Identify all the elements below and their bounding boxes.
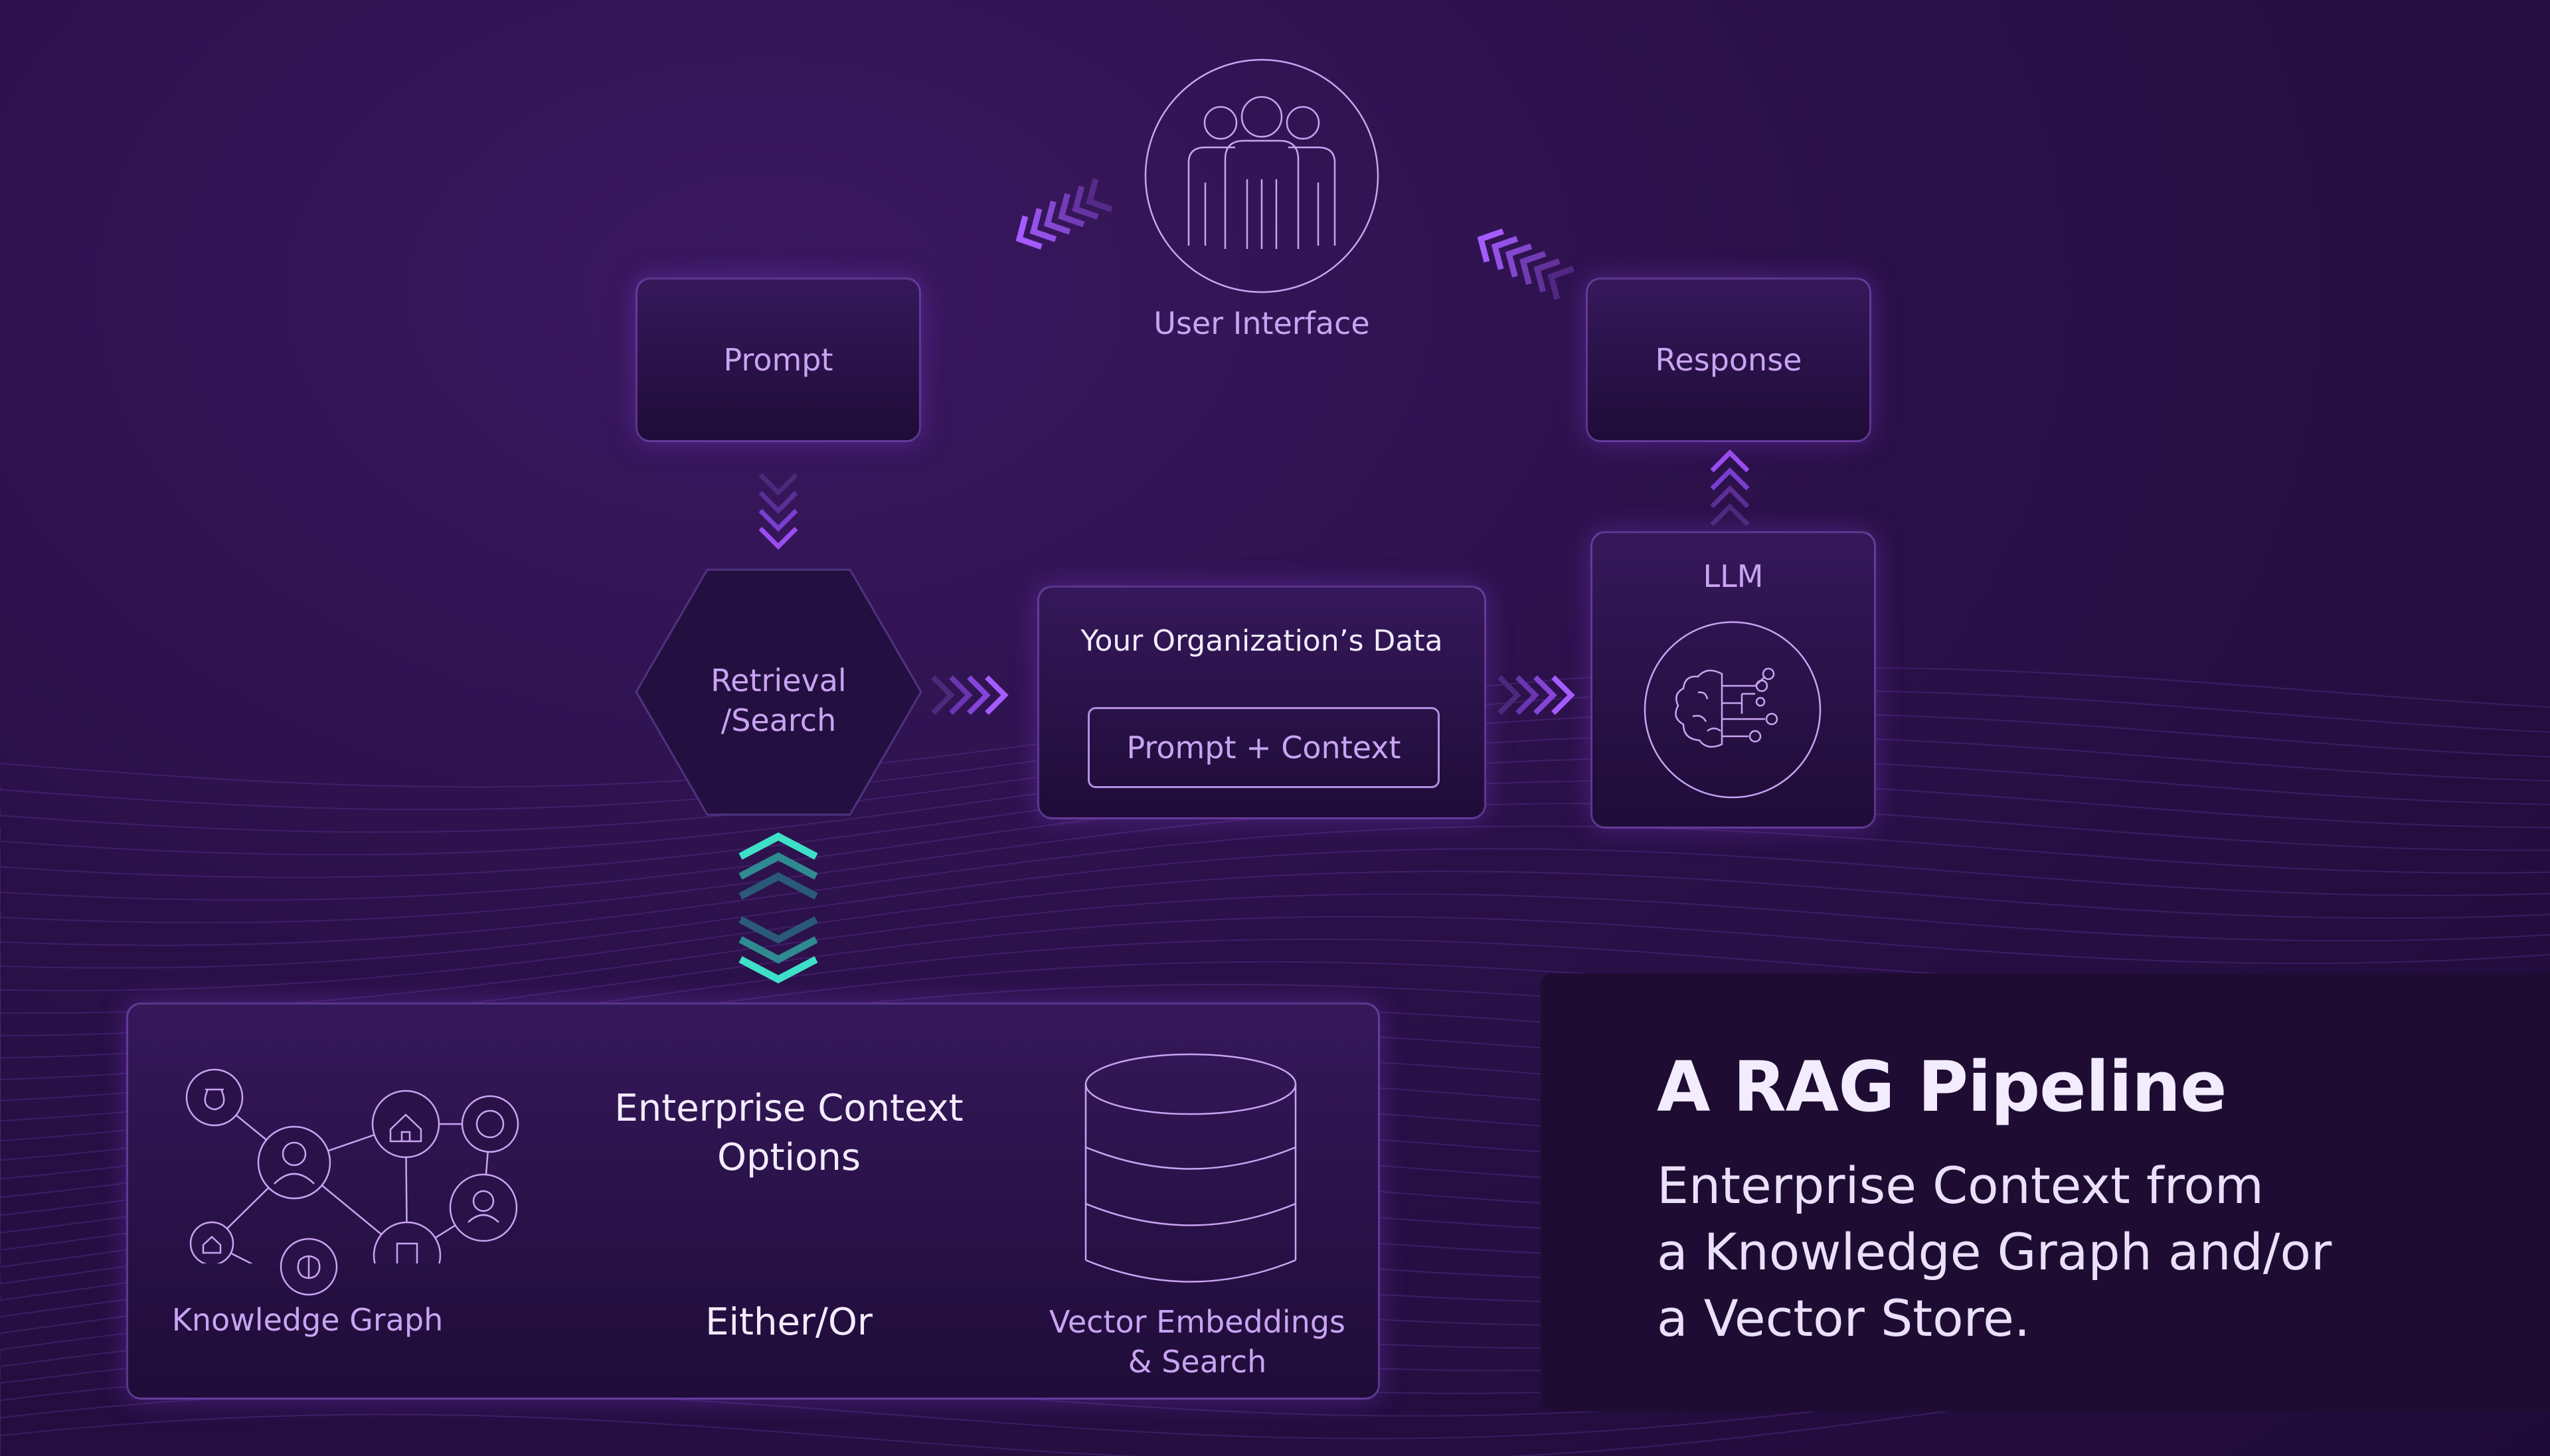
prompt-label: Prompt (723, 342, 833, 378)
title-panel: A RAG Pipeline Enterprise Context from a… (1541, 973, 2550, 1412)
chevron-icon (1072, 185, 1099, 220)
llm-label: LLM (1703, 558, 1764, 594)
either-or-label: Either/Or (705, 1301, 873, 1344)
background-wave-line (0, 870, 2550, 991)
knowledge-graph-label: Knowledge Graph (171, 1302, 444, 1338)
org-data-label: Your Organization’s Data (1080, 624, 1443, 658)
chevron-icon (1505, 243, 1533, 278)
arrow-retrieval-to-org-data (931, 675, 1009, 715)
chevron-icon (1547, 266, 1574, 300)
arrow-prompt-to-retrieval (758, 473, 798, 550)
arrow-ui-to-prompt (1015, 178, 1113, 250)
prompt-context-box[interactable]: Prompt + Context (1088, 707, 1440, 788)
chevron-icon (1015, 215, 1043, 250)
response-box[interactable]: Response (1586, 278, 1871, 442)
prompt-context-label: Prompt + Context (1126, 730, 1401, 766)
chevron-icon (1086, 178, 1113, 212)
response-label: Response (1655, 342, 1802, 378)
retrieval-hexagon[interactable] (634, 568, 923, 817)
database-icon (1084, 1053, 1297, 1283)
background-wave-line (0, 893, 2550, 1014)
knowledge-graph-icon (185, 1068, 519, 1263)
chevron-icon (1477, 228, 1504, 263)
background-wave-line (0, 803, 2550, 924)
subtitle: Enterprise Context from a Knowledge Grap… (1657, 1153, 2332, 1352)
chevron-icon (1519, 250, 1547, 285)
background-wave-line (0, 848, 2550, 969)
subtitle-line: a Vector Store. (1657, 1289, 2031, 1348)
arrow-response-to-ui (1477, 228, 1574, 300)
arrow-llm-to-response (1710, 449, 1750, 526)
org-data-box[interactable]: Your Organization’s Data Prompt + Contex… (1037, 586, 1486, 819)
arrow-org-data-to-llm (1497, 675, 1575, 715)
enterprise-context-box[interactable]: Enterprise Context Options (126, 1003, 1380, 1400)
vector-embeddings-label: Vector Embeddings & Search (1049, 1304, 1346, 1380)
background-wave-line (0, 825, 2550, 946)
chevron-icon (1533, 258, 1561, 293)
knowledge-graph-brain-node-icon (280, 1238, 338, 1296)
retrieval-label: Retrieval /Search (711, 663, 847, 738)
chevron-icon (1058, 193, 1085, 228)
chevron-icon (1029, 208, 1057, 242)
user-interface-label: User Interface (1153, 305, 1370, 341)
subtitle-line: a Knowledge Graph and/or (1657, 1222, 2332, 1281)
enterprise-context-label: Enterprise Context Options (614, 1087, 964, 1179)
chevron-icon (1043, 201, 1071, 235)
llm-box[interactable]: LLM (1590, 531, 1876, 829)
users-icon (1144, 58, 1379, 293)
page-title: A RAG Pipeline (1657, 1046, 2227, 1127)
prompt-box[interactable]: Prompt (636, 278, 921, 442)
chevron-icon (1491, 236, 1519, 270)
subtitle-line: Enterprise Context from (1657, 1156, 2264, 1215)
arrow-retrieval-enterprise-bidirectional (738, 832, 818, 984)
brain-circuit-icon (1644, 621, 1822, 799)
